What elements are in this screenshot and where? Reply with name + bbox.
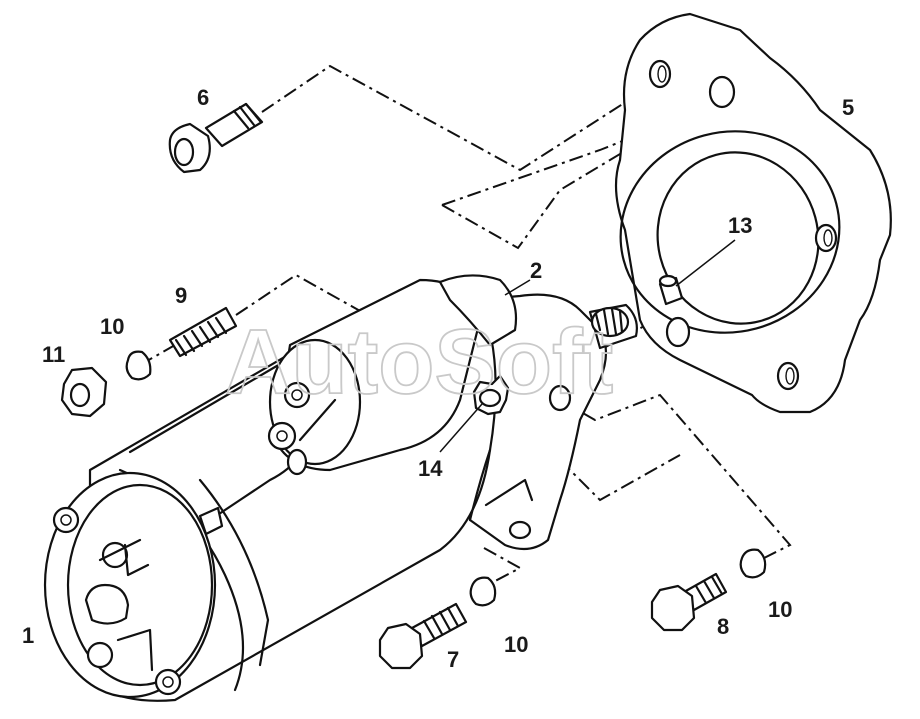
lock-washers [125,350,767,607]
flange-bore-outer [619,130,841,334]
nut-11-bore [69,382,91,408]
end-cap-rim [66,483,214,687]
callout-5: 5 [842,95,854,120]
solenoid-terminal-bottom-center [276,430,288,442]
callout-13: 13 [728,213,752,238]
hex-bolt-7 [378,602,468,670]
solenoid-terminal-bottom [267,421,297,451]
callout-10-lower: 10 [504,632,528,657]
callout-6: 6 [197,85,209,110]
adapter-flange [614,12,892,414]
centerline-bolt-7 [477,547,523,591]
leader-2 [504,279,531,296]
bolt-7-head [378,622,424,670]
flange-hole-right-inner [823,229,833,247]
starter-motor [43,274,638,702]
watermark-text: AutoSoft [225,311,613,413]
pinion-teeth [594,307,624,336]
commutator-end-cap [43,471,217,699]
bolt-6-shank [204,102,264,148]
flange-bore-inner [656,151,820,325]
bolt-8-head [650,584,696,632]
washer-10-right [739,548,767,579]
bolt-8-thread [694,575,724,605]
callout-7: 7 [447,647,459,672]
yoke-band-2 [198,478,270,667]
solenoid-cap [438,274,518,347]
centerline-bolt-8 [559,393,792,561]
bolt-6-head [168,122,211,174]
yoke-seam [468,448,534,522]
bolt-6-thread [232,102,262,130]
callout-14: 14 [418,456,443,481]
terminal-stud-upper [101,541,129,569]
centerline-bolt-6 [261,64,661,172]
washer-stud [478,388,502,408]
callout-10-right: 10 [768,597,792,622]
drive-housing-hole-lower [508,520,532,540]
flange-hole-left-lower [665,316,691,348]
leader-14 [439,403,483,453]
terminal-stud-lower [86,641,114,669]
hex-nut [60,366,108,418]
end-cap-screw-top-center [60,514,72,526]
flange-outline [614,12,892,414]
cable-grommet [198,506,224,536]
leader-13 [675,239,736,287]
solenoid-terminal-top-center [291,389,303,401]
end-cap-screw-top [52,506,80,534]
centerline-flange-mid [441,129,661,250]
flange-hole-top-right [708,75,736,109]
end-cap-screw-bottom-center [162,676,174,688]
washer-10-upper [125,350,152,381]
pinion-gear [590,306,630,338]
flange-hole-top-left-inner [657,65,667,83]
callout-9: 9 [175,283,187,308]
flange-hole-bottom-inner [785,367,795,385]
bolt-7-thread [422,606,460,640]
callout-11: 11 [42,342,65,367]
leader-lines [439,239,736,453]
bearing-boss [84,583,130,625]
hex-bolt-8 [650,572,728,632]
drive-housing [468,293,608,551]
bolt-6-socket [173,137,195,167]
centerline-flange-left [441,109,701,206]
drive-housing-hole [548,384,572,412]
nut-11-body [60,366,108,418]
threaded-stud [168,306,238,358]
washer-10-lower [469,576,497,607]
callout-1: 1 [22,623,34,648]
callout-8: 8 [717,614,729,639]
callout-2: 2 [530,258,542,283]
centerline-bolt-8-lower [559,454,681,502]
dowel-pin [658,274,684,306]
callout-labels: 1 2 5 6 7 8 9 10 10 10 11 13 14 [22,85,854,672]
dowel-pin-end [658,274,678,288]
socket-head-bolt [168,102,264,174]
solenoid-terminal-top [283,381,311,409]
stud-9-thread [174,316,228,357]
callout-10-upper: 10 [100,314,124,339]
cable-lug [286,448,308,476]
brush-plate-lines [98,538,154,672]
end-cap-screw-bottom [154,668,182,696]
